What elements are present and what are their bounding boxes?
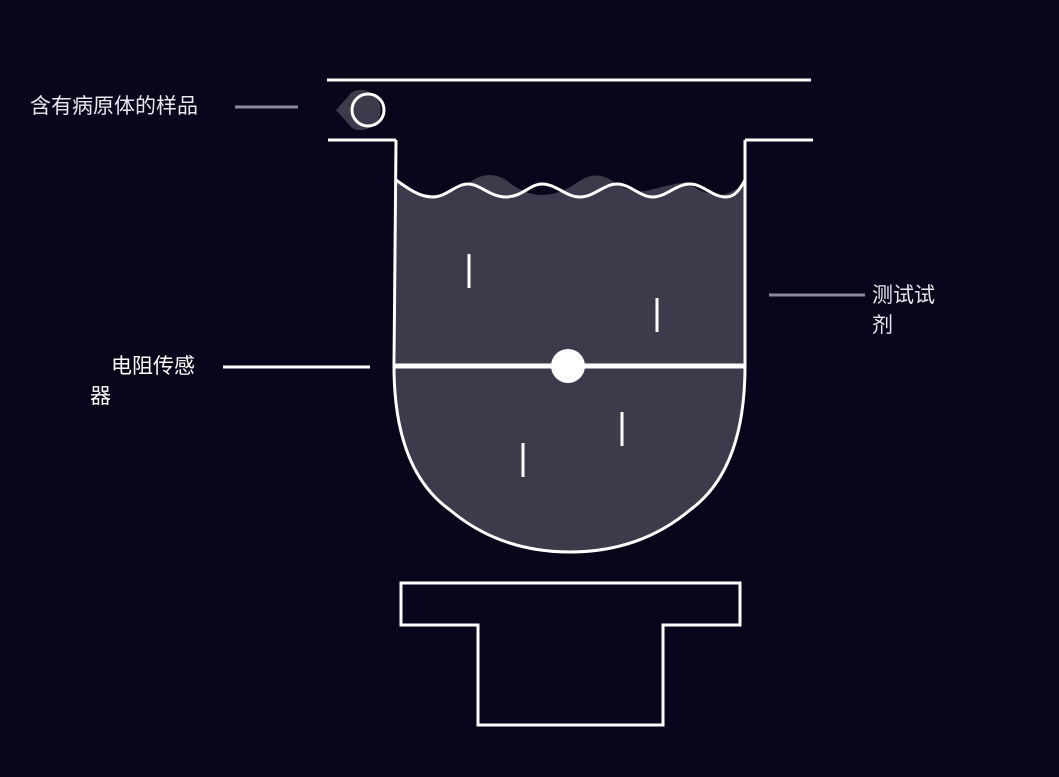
reagent-label: 测试试剂	[872, 283, 935, 337]
reagent-surface-wave	[395, 178, 747, 199]
container-left-wall	[392, 139, 398, 367]
apparatus-base	[399, 581, 742, 727]
sensor-node-icon	[551, 349, 585, 383]
container-bowl-outline	[392, 365, 747, 554]
sample-drop-icon	[336, 89, 386, 130]
resistance-sensor-label: 电阻传感器	[90, 354, 195, 408]
reagent-liquid-lower	[394, 366, 745, 552]
reagent-liquid-upper	[396, 174, 745, 366]
sample-label: 含有病原体的样品	[30, 94, 198, 118]
